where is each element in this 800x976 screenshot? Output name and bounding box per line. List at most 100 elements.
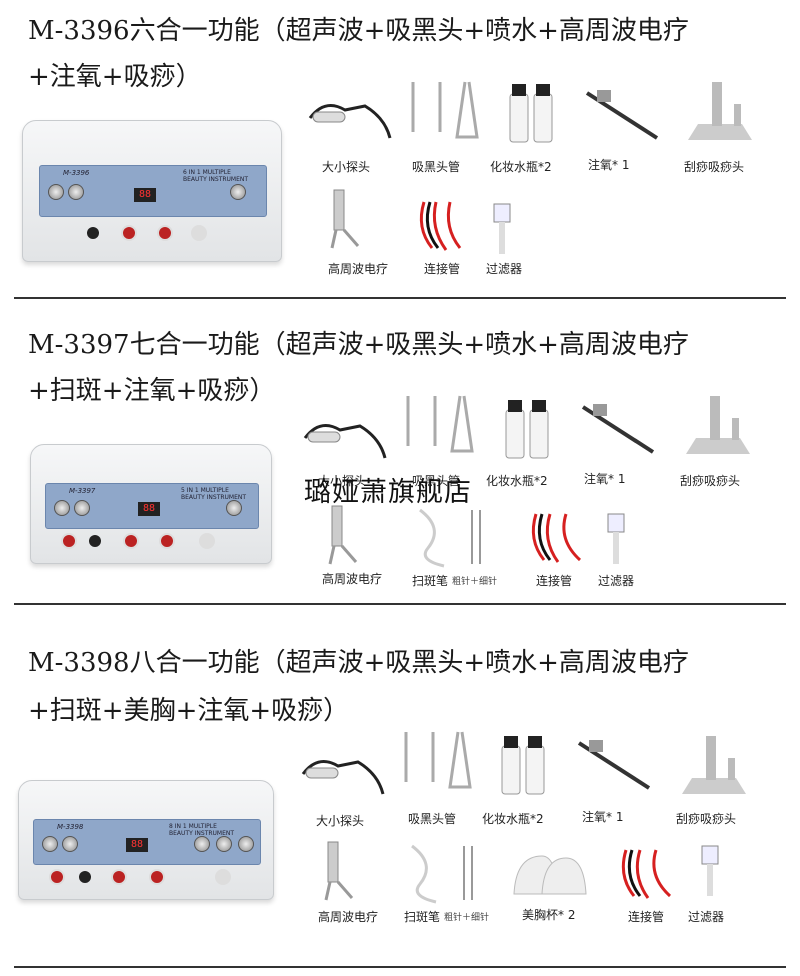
machine-brand-label: 6 IN 1 MULTIPLE BEAUTY INSTRUMENT xyxy=(183,169,249,183)
knob-icon xyxy=(54,500,70,516)
jack-icon xyxy=(199,533,215,549)
digital-display: 88 xyxy=(138,502,160,516)
blackhead-tube-icon xyxy=(404,731,472,789)
high-frequency-wand-icon xyxy=(330,189,360,249)
knob-icon xyxy=(62,836,78,852)
accessory-label: 扫斑笔 xyxy=(412,574,449,588)
knob-icon xyxy=(42,836,58,852)
scraping-cup-icon xyxy=(688,82,752,140)
knob-icon xyxy=(74,500,90,516)
jack-icon xyxy=(111,869,127,885)
accessory-label: 大小探头 xyxy=(316,814,365,828)
knob-icon xyxy=(194,836,210,852)
machine-model-label: M-3396 xyxy=(63,169,90,177)
control-panel: 88 xyxy=(45,483,259,529)
section-title-line1: M-3398八合一功能（超声波+吸黑头+喷水+高周波电疗 xyxy=(28,648,689,678)
section-title-line2: +扫斑+注氧+吸痧） xyxy=(28,376,276,406)
section-title-line2: +注氧+吸痧） xyxy=(28,62,202,92)
section-divider xyxy=(14,603,786,605)
machine-brand-label: 5 IN 1 MULTIPLE BEAUTY INSTRUMENT xyxy=(181,487,247,501)
knob-icon xyxy=(48,184,64,200)
accessory-label: 化妆水瓶*2 xyxy=(486,474,548,488)
accessory-label: 过滤器 xyxy=(486,262,523,276)
accessory-label: 过滤器 xyxy=(688,910,725,924)
knob-icon xyxy=(68,184,84,200)
accessory-label: 连接管 xyxy=(628,910,665,924)
control-panel: 88 xyxy=(39,165,267,217)
blackhead-tube-icon xyxy=(411,81,479,139)
section-divider xyxy=(14,966,786,968)
probe-icon xyxy=(301,760,385,795)
needle-icon xyxy=(471,510,481,564)
accessory-label: 注氧* 1 xyxy=(584,472,626,486)
spot-pen-icon xyxy=(419,508,445,568)
accessory-label: 注氧* 1 xyxy=(588,158,630,172)
probe-icon xyxy=(303,424,387,459)
accessory-label: 吸黑头管 xyxy=(408,812,457,826)
beauty-machine-image: 88 M-3398 8 IN 1 MULTIPLE BEAUTY INSTRUM… xyxy=(18,780,274,900)
knob-icon xyxy=(238,836,254,852)
power-switch-icon xyxy=(87,227,99,239)
scraping-cup-icon xyxy=(686,396,750,454)
jack-icon xyxy=(159,533,175,549)
filter-icon xyxy=(607,513,625,564)
needle-icon xyxy=(463,846,473,900)
accessory-label: 高周波电疗 xyxy=(328,262,389,276)
accessory-label: 高周波电疗 xyxy=(322,572,383,586)
accessory-label: 扫斑笔 xyxy=(404,910,441,924)
accessory-label: 化妆水瓶*2 xyxy=(482,812,544,826)
beauty-machine-image: 88 M-3396 6 IN 1 MULTIPLE BEAUTY INSTRUM… xyxy=(22,120,282,262)
section-divider xyxy=(14,297,786,299)
breast-cup-icon xyxy=(513,855,587,895)
jack-icon xyxy=(157,225,173,241)
section-m3396: M-3396六合一功能（超声波+吸黑头+喷水+高周波电疗 +注氧+吸痧） 88 … xyxy=(0,0,800,300)
accessory-sublabel: 粗针＋细针 xyxy=(444,913,490,923)
jack-icon xyxy=(215,869,231,885)
blackhead-tube-icon xyxy=(406,395,474,453)
spray-bottle-icon xyxy=(505,400,549,459)
accessory-label: 注氧* 1 xyxy=(582,810,624,824)
accessory-label: 大小探头 xyxy=(318,474,367,488)
spot-pen-icon xyxy=(411,844,437,904)
jack-icon xyxy=(191,225,207,241)
accessory-label: 吸黑头管 xyxy=(412,474,461,488)
store-watermark: 璐娅萧旗舰店 xyxy=(304,477,472,508)
spray-bottle-icon xyxy=(501,736,545,795)
connecting-hose-icon xyxy=(621,849,672,899)
connecting-hose-icon xyxy=(419,201,462,251)
knob-icon xyxy=(230,184,246,200)
power-switch-icon xyxy=(79,871,91,883)
oxygen-airbrush-icon xyxy=(577,740,651,790)
control-panel: 88 xyxy=(33,819,261,865)
jack-icon xyxy=(149,869,165,885)
accessory-label: 高周波电疗 xyxy=(318,910,379,924)
digital-display: 88 xyxy=(126,838,148,852)
jack-icon xyxy=(123,533,139,549)
oxygen-airbrush-icon xyxy=(585,90,659,140)
spray-bottle-icon xyxy=(509,84,553,143)
section-title-line1: M-3396六合一功能（超声波+吸黑头+喷水+高周波电疗 xyxy=(28,16,689,46)
section-title-line1: M-3397七合一功能（超声波+吸黑头+喷水+高周波电疗 xyxy=(28,330,689,360)
machine-model-label: M-3397 xyxy=(69,487,96,495)
filter-icon xyxy=(701,845,719,896)
knob-icon xyxy=(226,500,242,516)
connecting-hose-icon xyxy=(531,513,582,563)
accessory-label: 刮痧吸痧头 xyxy=(676,812,737,826)
jack-icon xyxy=(49,869,65,885)
filter-icon xyxy=(493,203,511,254)
accessory-label: 吸黑头管 xyxy=(412,160,461,174)
high-frequency-wand-icon xyxy=(324,841,354,901)
accessory-label: 大小探头 xyxy=(322,160,371,174)
power-switch-icon xyxy=(89,535,101,547)
scraping-cup-icon xyxy=(682,736,746,794)
probe-icon xyxy=(308,104,392,139)
jack-icon xyxy=(121,225,137,241)
machine-model-label: M-3398 xyxy=(57,823,84,831)
accessory-label: 化妆水瓶*2 xyxy=(490,160,552,174)
beauty-machine-image: 88 M-3397 5 IN 1 MULTIPLE BEAUTY INSTRUM… xyxy=(30,444,272,564)
high-frequency-wand-icon xyxy=(328,505,358,565)
accessory-label: 刮痧吸痧头 xyxy=(684,160,745,174)
jack-icon xyxy=(61,533,77,549)
machine-brand-label: 8 IN 1 MULTIPLE BEAUTY INSTRUMENT xyxy=(169,823,235,837)
oxygen-airbrush-icon xyxy=(581,404,655,454)
